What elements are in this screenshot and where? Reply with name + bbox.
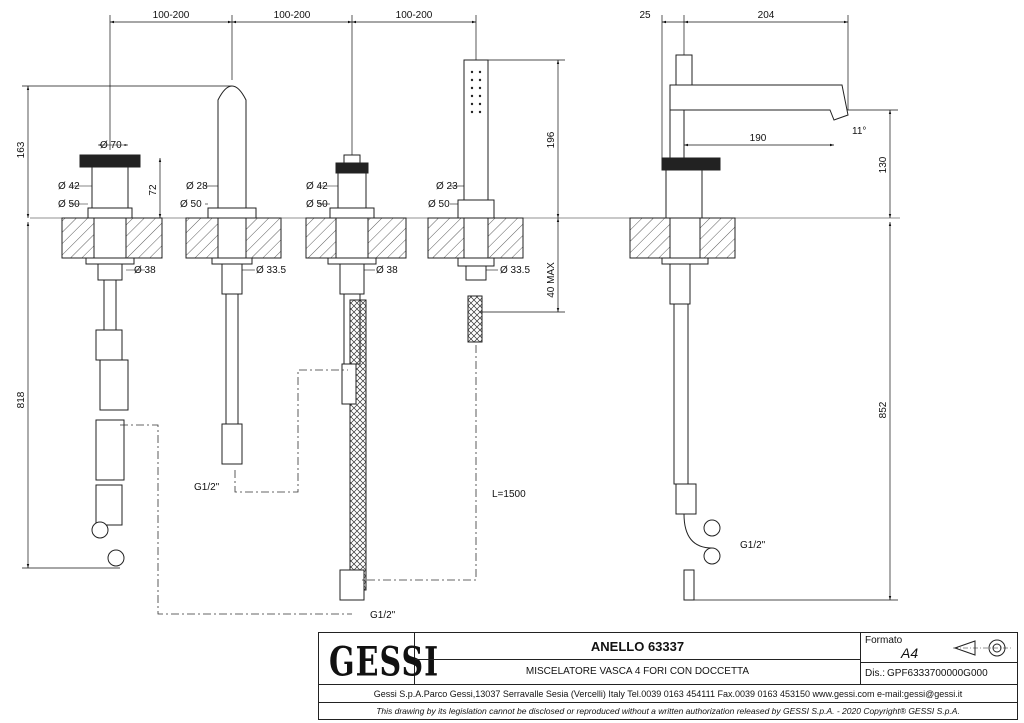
gessi-logo: GESSI	[329, 639, 440, 687]
component-handshower	[457, 59, 495, 343]
dim-d42-left: Ø 42	[58, 181, 80, 192]
logo-cell: GESSI	[319, 633, 438, 686]
dim-d50-left: Ø 50	[58, 199, 80, 210]
dim-d28: Ø 28	[186, 181, 208, 192]
dim-height-40max: 40 MAX	[546, 262, 557, 298]
dim-d70: Ø 70	[100, 140, 122, 151]
spacing-dimensions	[109, 15, 849, 160]
dim-height-196: 196	[546, 131, 557, 148]
dim-d42-div: Ø 42	[306, 181, 328, 192]
dis-cell: Dis.: GPF6333700000G000	[861, 663, 1017, 685]
component-side-view	[661, 54, 849, 601]
dim-side-204: 204	[758, 10, 775, 21]
dis-value: GPF6333700000G000	[887, 668, 988, 679]
dim-height-72: 72	[148, 184, 159, 196]
deck-slabs	[61, 217, 736, 259]
dim-height-852: 852	[878, 401, 889, 418]
company-line: Gessi S.p.A.Parco Gessi,13037 Serravalle…	[319, 685, 1017, 703]
dim-g12-side: G1/2"	[740, 540, 766, 551]
formato-value: A4	[901, 645, 919, 661]
dim-height-163: 163	[16, 141, 27, 158]
title-block: GESSI ANELLO 63337 MISCELATORE VASCA 4 F…	[318, 632, 1018, 720]
dim-spacing-3: 100-200	[396, 10, 433, 21]
dim-height-818: 818	[16, 391, 27, 408]
dim-spacing-2: 100-200	[274, 10, 311, 21]
dim-g12-spout: G1/2"	[194, 482, 220, 493]
hose-routing	[120, 345, 477, 615]
product-title: ANELLO 63337	[590, 639, 685, 654]
product-subtitle: MISCELATORE VASCA 4 FORI CON DOCCETTA	[525, 666, 750, 677]
projection-symbol-icon	[953, 639, 1013, 657]
legal-line: This drawing by its legislation cannot b…	[376, 706, 960, 716]
dim-hose-length: L=1500	[492, 489, 526, 500]
dim-angle-11: 11°	[852, 126, 866, 137]
dim-d38-left: Ø 38	[134, 265, 156, 276]
component-left-handle	[79, 154, 141, 567]
dis-label: Dis.:	[865, 668, 885, 679]
component-spout	[207, 85, 257, 465]
formato-label: Formato	[865, 635, 903, 646]
dim-d33-spout: Ø 33.5	[256, 265, 286, 276]
vertical-dimensions	[22, 59, 898, 601]
product-cell: ANELLO 63337 MISCELATORE VASCA 4 FORI CO…	[415, 633, 861, 685]
dim-d50-shower: Ø 50	[428, 199, 450, 210]
handshower-nozzles	[470, 70, 482, 114]
dim-d38-div: Ø 38	[376, 265, 398, 276]
dim-spout-190: 190	[750, 133, 767, 144]
dim-d50-spout: Ø 50	[180, 199, 202, 210]
dim-g12-div: G1/2"	[370, 610, 396, 621]
dim-d33-shower: Ø 33.5	[500, 265, 530, 276]
dim-d23: Ø 23	[436, 181, 458, 192]
dim-height-130: 130	[878, 156, 889, 173]
component-diverter	[327, 154, 377, 601]
dim-d50-div: Ø 50	[306, 199, 328, 210]
formato-cell: Formato A4	[861, 633, 1017, 663]
dim-side-25: 25	[639, 10, 651, 21]
dim-spacing-1: 100-200	[153, 10, 190, 21]
